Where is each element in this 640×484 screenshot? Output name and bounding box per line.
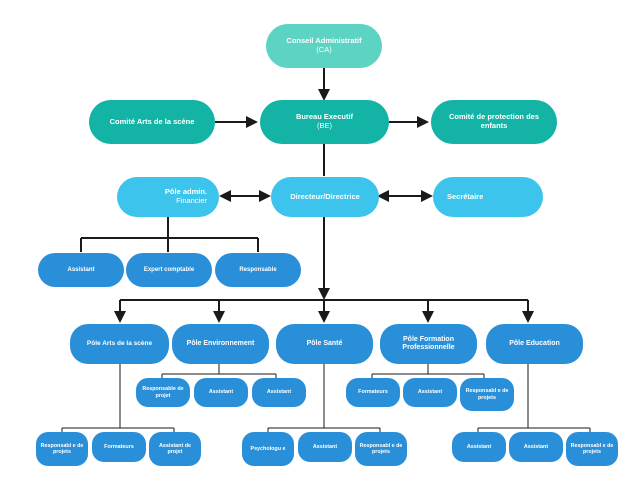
pole-environnement-node: Pôle Environnement <box>172 324 269 364</box>
comite-arts-label: Comité Arts de la scène <box>109 116 195 126</box>
education-staff-assistant-1: Assistant <box>452 432 506 462</box>
sante-staff-psychologue: Psychologu e <box>242 432 294 466</box>
secretaire-node: Secrétaire <box>433 177 543 217</box>
pole-education-node: Pôle Education <box>486 324 583 364</box>
pole-admin-subtitle: Financier <box>176 196 207 205</box>
ca-abbrev: (CA) <box>316 45 332 54</box>
sante-staff-assistant: Assistant <box>298 432 352 462</box>
comite-protection-node: Comité de protection des enfants <box>431 100 557 144</box>
be-title: Bureau Executif <box>295 112 354 122</box>
formation-staff-assistant: Assistant <box>403 378 457 407</box>
education-staff-responsable: Responsabl e de projets <box>566 432 618 466</box>
pole-sante-node: Pôle Santé <box>276 324 373 364</box>
bureau-executif-node: Bureau Executif (BE) <box>260 100 389 144</box>
admin-staff-assistant: Assistant <box>38 253 124 287</box>
comite-protection-label: Comité de protection des enfants <box>448 112 539 130</box>
formation-staff-formateurs: Formateurs <box>346 378 400 407</box>
pole-admin-title: Pôle admin. <box>164 187 207 197</box>
arts-staff-assistant-projet: Assistant de projet <box>149 432 201 466</box>
comite-arts-node: Comité Arts de la scène <box>89 100 215 144</box>
education-staff-assistant-2: Assistant <box>509 432 563 462</box>
directeur-label: Directeur/Directrice <box>290 191 360 201</box>
arts-staff-formateurs: Formateurs <box>92 432 146 462</box>
env-staff-assistant-2: Assistant <box>252 378 306 407</box>
sante-staff-responsable: Responsabl e de projets <box>355 432 407 466</box>
admin-staff-expert-comptable: Expert comptable <box>126 253 212 287</box>
formation-staff-responsable: Responsabl e de projets <box>460 378 514 411</box>
env-staff-responsable: Responsable de projet <box>136 378 190 407</box>
conseil-administratif-node: Conseil Administratif (CA) <box>266 24 382 68</box>
arts-staff-responsable: Responsabl e de projets <box>36 432 88 466</box>
pole-admin-node: Pôle admin. Financier <box>117 177 219 217</box>
pole-formation-node: Pôle Formation Professionnelle <box>380 324 477 364</box>
ca-title: Conseil Administratif <box>286 36 362 46</box>
pole-arts-scene-node: Pôle Arts de la scène <box>70 324 169 364</box>
directeur-node: Directeur/Directrice <box>271 177 379 217</box>
admin-staff-responsable: Responsable <box>215 253 301 287</box>
secretaire-label: Secrétaire <box>447 191 484 201</box>
env-staff-assistant-1: Assistant <box>194 378 248 407</box>
be-abbrev: (BE) <box>317 121 332 130</box>
